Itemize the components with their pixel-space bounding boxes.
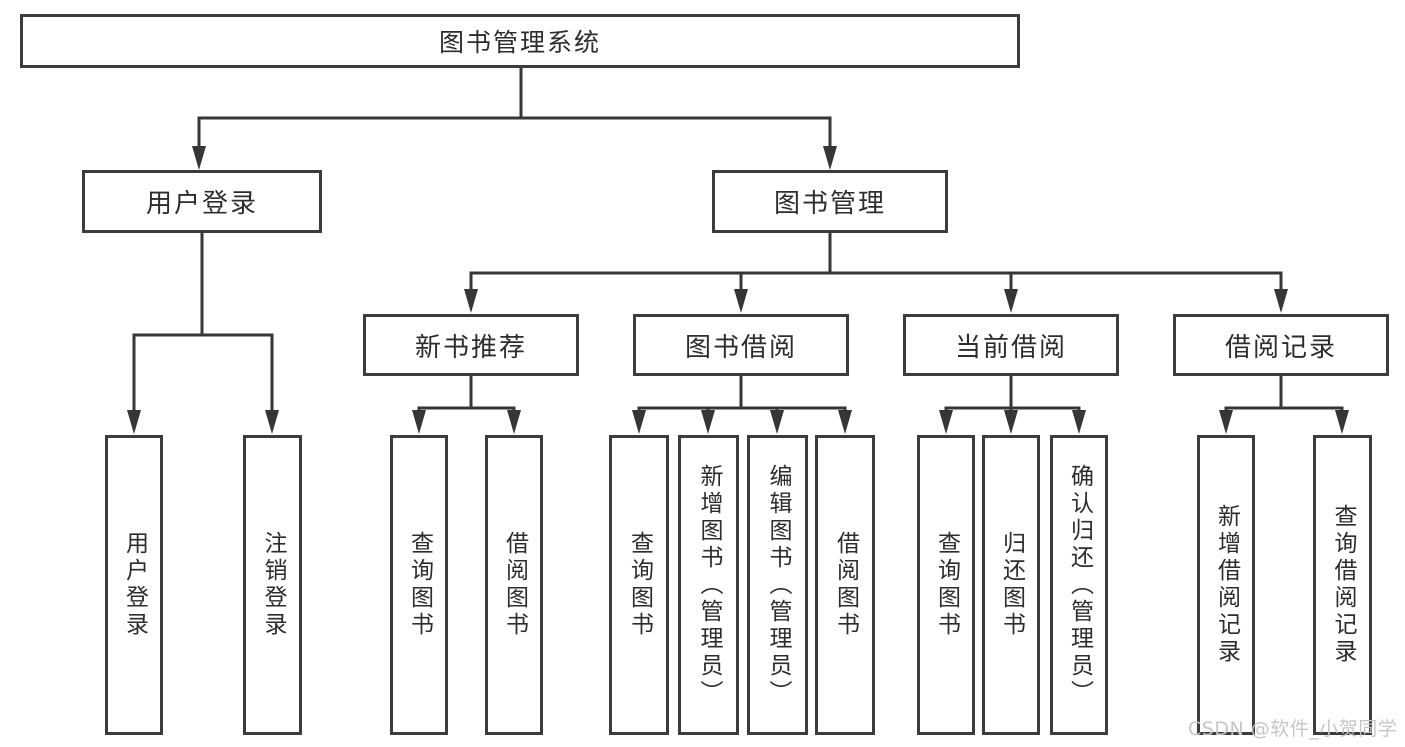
node-user-login: 用户登录: [82, 170, 322, 233]
leaf-add-borrow-record: 新增借阅记录: [1197, 435, 1255, 735]
leaf-logout: 注销登录: [243, 435, 302, 735]
leaf-return-book: 归还图书: [982, 435, 1040, 735]
node-borrowing-records: 借阅记录: [1173, 314, 1389, 376]
leaf-edit-book-admin: 编辑图书（管理员）: [747, 435, 808, 735]
leaf-query-books-borrow: 查询图书: [609, 435, 669, 735]
leaf-add-book-admin: 新增图书（管理员）: [678, 435, 739, 735]
node-book-borrowing: 图书借阅: [633, 314, 849, 376]
leaf-query-books-recommend: 查询图书: [390, 435, 448, 735]
node-new-book-recommendation: 新书推荐: [363, 314, 579, 376]
leaf-query-books-current: 查询图书: [917, 435, 975, 735]
leaf-borrow-books: 借阅图书: [815, 435, 875, 735]
leaf-query-borrow-record: 查询借阅记录: [1313, 435, 1372, 735]
node-book-management: 图书管理: [712, 170, 948, 233]
node-library-management-system: 图书管理系统: [20, 14, 1020, 68]
leaf-user-login: 用户登录: [105, 435, 163, 735]
leaf-confirm-return-admin: 确认归还（管理员）: [1050, 435, 1108, 735]
csdn-watermark: CSDN @软件_小贺同学: [1188, 718, 1398, 740]
leaf-borrow-books-recommend: 借阅图书: [485, 435, 543, 735]
node-current-borrowing: 当前借阅: [903, 314, 1119, 376]
